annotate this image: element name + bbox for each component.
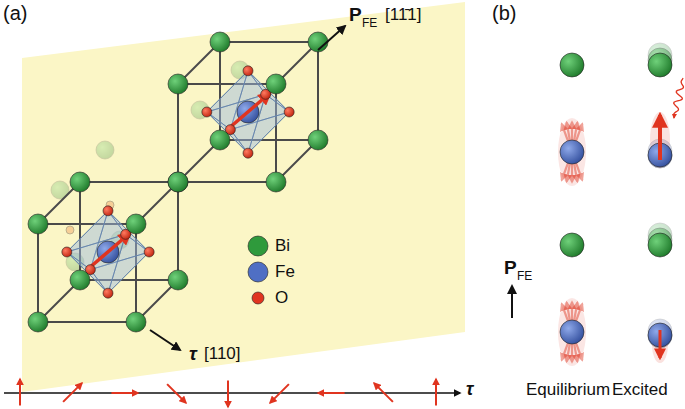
bi-atom — [28, 214, 48, 234]
o-atom — [103, 206, 113, 216]
fe-atom — [560, 140, 584, 164]
legend-swatch — [252, 292, 264, 304]
polarization-axis — [318, 26, 345, 50]
cycloid-spin — [111, 392, 138, 394]
direction-index: [11̄1] — [385, 6, 422, 23]
bi-atom — [28, 312, 48, 332]
ghost-oxygen — [66, 226, 74, 234]
propagation-axis — [150, 330, 180, 350]
ghost-atom — [96, 141, 114, 159]
direction-index: [110] — [204, 345, 241, 362]
legend-text: Bi — [275, 237, 290, 254]
cube-edge — [37, 224, 39, 322]
cube-edge — [177, 182, 179, 280]
bi-atom — [648, 233, 672, 257]
state-label: Excited — [612, 381, 668, 398]
panel-label: (a) — [3, 3, 27, 23]
bi-atom — [266, 172, 286, 192]
vector-subscript: FE — [517, 270, 532, 282]
o-atom — [144, 247, 154, 257]
o-atom — [243, 66, 253, 76]
cube-edge — [80, 181, 178, 183]
bi-atom — [266, 74, 286, 94]
cycloid-spin — [374, 383, 393, 402]
bi-atom — [308, 130, 328, 150]
cycloid-spin — [318, 392, 345, 394]
cycloid-spin — [435, 379, 437, 406]
light-pulse — [674, 78, 684, 118]
o-atom — [62, 247, 72, 257]
bi-atom — [70, 270, 90, 290]
cube-edge — [177, 84, 179, 182]
bi-atom — [168, 172, 188, 192]
bi-atom — [560, 53, 584, 77]
bi-atom — [210, 130, 230, 150]
legend-swatch — [248, 262, 268, 282]
bi-atom — [560, 233, 584, 257]
o-atom — [284, 107, 294, 117]
cycloid-spin — [270, 384, 289, 403]
cycloid-spin — [19, 379, 21, 406]
bi-atom — [70, 172, 90, 192]
bi-atom — [168, 172, 188, 192]
o-atom — [202, 107, 212, 117]
cycloid-spin — [167, 384, 186, 403]
legend-swatch — [248, 236, 268, 256]
panel-label: (b) — [492, 3, 516, 23]
state-label: Equilibrium — [526, 381, 610, 398]
legend-text: O — [275, 289, 288, 306]
bi-atom — [168, 270, 188, 290]
spin-arrow — [658, 115, 662, 160]
cube-edge — [38, 321, 136, 323]
spin-glow — [558, 118, 586, 186]
fe-atom — [560, 320, 584, 344]
bi-atom — [648, 53, 672, 77]
bi-atom — [126, 312, 146, 332]
o-atom — [103, 288, 113, 298]
bi-atom — [126, 214, 146, 234]
vector-symbol: τ — [189, 344, 197, 363]
cube-edge — [178, 181, 276, 183]
vector-symbol: P — [349, 5, 362, 24]
axis-label: τ — [466, 380, 473, 398]
cube-edge — [317, 42, 319, 140]
legend-text: Fe — [275, 263, 295, 280]
o-atom — [243, 148, 253, 158]
lattice-plane — [22, 2, 465, 392]
bi-atom — [168, 74, 188, 94]
vector-subscript: FE — [362, 17, 377, 29]
bi-atom — [210, 32, 230, 52]
cycloid-spin — [227, 380, 229, 407]
spin-glow — [558, 298, 586, 366]
cube-edge — [220, 41, 318, 43]
polarization-arrow — [511, 286, 513, 318]
vector-symbol: P — [504, 258, 517, 277]
cycloid-spin — [63, 383, 82, 402]
spin-arrow — [659, 330, 662, 358]
